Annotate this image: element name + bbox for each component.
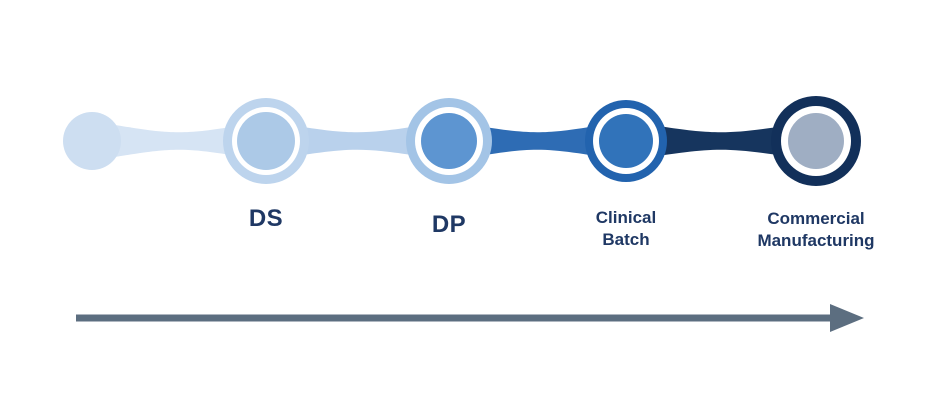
node-inner-circle (599, 114, 653, 168)
stage-node-start (63, 112, 121, 170)
stage-node-ds (223, 98, 309, 184)
stage-label-clinical-batch: Clinical Batch (596, 207, 656, 252)
connector-dp-clinical (449, 121, 626, 161)
stage-label-line: Clinical (595, 208, 657, 227)
arrow-head-icon (830, 304, 864, 332)
node-inner-circle (421, 113, 477, 169)
stage-label-line: DP (431, 211, 467, 238)
connector-start-ds (92, 121, 266, 161)
stage-label-line: Manufacturing (757, 231, 875, 251)
stage-node-clinical-batch (585, 100, 667, 182)
timeline-arrow (76, 304, 864, 332)
stage-label-ds: DS (249, 205, 283, 233)
stage-label-dp: DP (432, 211, 466, 239)
node-inner-circle (788, 113, 844, 169)
connector-clinical-commercial (626, 121, 816, 161)
stage-node-dp (406, 98, 492, 184)
node-inner-circle (237, 112, 295, 170)
stage-node-commercial-manufacturing (771, 96, 861, 186)
node-circle (63, 112, 121, 170)
connector-ds-dp (266, 121, 449, 161)
stage-label-line: Commercial (767, 209, 865, 228)
stage-label-line: DS (248, 205, 284, 232)
stage-label-line: Batch (602, 230, 650, 250)
stage-label-commercial-manufacturing: Commercial Manufacturing (757, 208, 874, 253)
